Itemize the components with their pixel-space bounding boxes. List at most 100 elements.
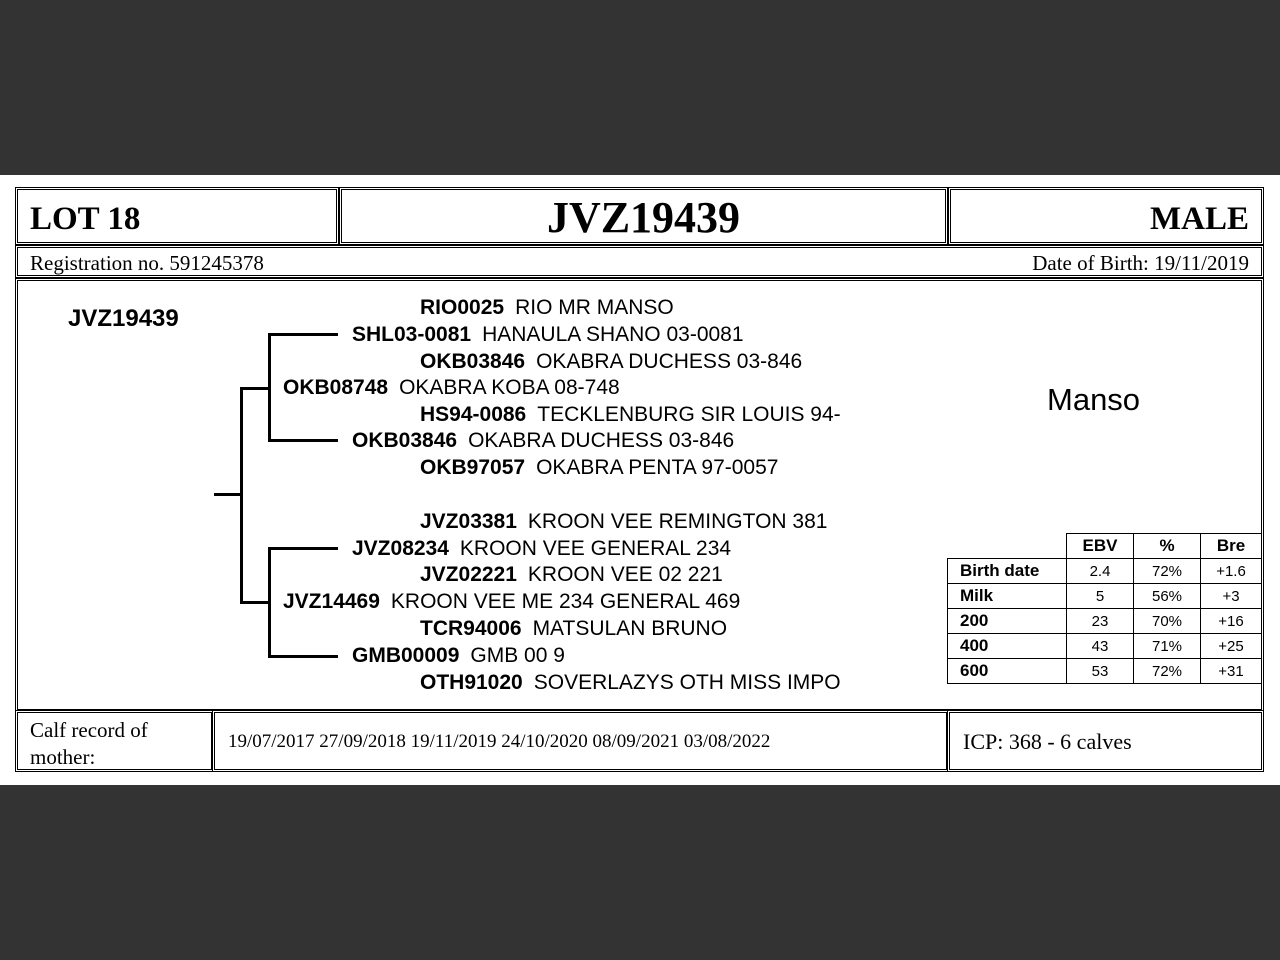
tree-line-subject	[214, 493, 242, 496]
table-row: 400 43 71% +25	[947, 633, 1262, 659]
ebv-value: 43	[1066, 633, 1134, 659]
table-row: 600 53 72% +31	[947, 658, 1262, 684]
ebv-breed: +3	[1200, 583, 1262, 609]
pedigree-sdd: OKB97057 OKABRA PENTA 97-0057	[420, 456, 778, 480]
ebv-breed: +25	[1200, 633, 1262, 659]
ebv-percent: 72%	[1133, 658, 1201, 684]
pedigree-name: HANAULA SHANO 03-0081	[482, 323, 744, 346]
date-of-birth: Date of Birth: 19/11/2019	[1032, 251, 1249, 275]
pedigree-sire: OKB08748 OKABRA KOBA 08-748	[283, 376, 620, 400]
pedigree-ds: JVZ08234 KROON VEE GENERAL 234	[352, 537, 731, 561]
pedigree-name: SOVERLAZYS OTH MISS IMPO	[533, 671, 841, 694]
pedigree-name: OKABRA DUCHESS 03-846	[536, 350, 803, 373]
pedigree-name: KROON VEE REMINGTON 381	[527, 510, 828, 533]
pedigree-code: RIO0025	[420, 296, 505, 319]
table-row: Birth date 2.4 72% +1.6	[947, 558, 1262, 584]
calf-dates: 19/07/2017 27/09/2018 19/11/2019 24/10/2…	[228, 731, 771, 752]
pedigree-name: KROON VEE 02 221	[527, 563, 723, 586]
pedigree-name: OKABRA DUCHESS 03-846	[468, 429, 735, 452]
ebv-breed: +1.6	[1200, 558, 1262, 584]
pedigree-code: JVZ14469	[283, 590, 380, 613]
table-row: 200 23 70% +16	[947, 608, 1262, 634]
pedigree-name: GMB 00 9	[470, 644, 565, 667]
tree-line-sire	[240, 387, 270, 390]
ebv-value: 53	[1066, 658, 1134, 684]
tree-line-dam	[240, 601, 270, 604]
pedigree-sss: RIO0025 RIO MR MANSO	[420, 296, 674, 320]
pedigree-name: OKABRA KOBA 08-748	[399, 376, 620, 399]
ebv-trait: Milk	[947, 583, 1067, 609]
ebv-breed: +16	[1200, 608, 1262, 634]
pedigree-subject: JVZ19439	[68, 305, 179, 332]
pedigree-code: HS94-0086	[420, 403, 527, 426]
animal-nickname: Manso	[1047, 382, 1141, 417]
pedigree-dam: JVZ14469 KROON VEE ME 234 GENERAL 469	[283, 590, 740, 614]
tree-line-dd	[268, 655, 338, 658]
pedigree-sds: HS94-0086 TECKLENBURG SIR LOUIS 94-	[420, 403, 841, 427]
pedigree-code: OKB03846	[352, 429, 458, 452]
tree-line-sd	[268, 439, 338, 442]
ebv-percent: 72%	[1133, 558, 1201, 584]
ebv-header-ebv: EBV	[1066, 533, 1134, 559]
pedigree-name: KROON VEE ME 234 GENERAL 469	[390, 590, 741, 613]
pedigree-name: MATSULAN BRUNO	[532, 617, 728, 640]
ebv-trait: 200	[947, 608, 1067, 634]
tree-line-ss	[268, 333, 338, 336]
pedigree-dd: GMB00009 GMB 00 9	[352, 644, 565, 668]
pedigree-code: JVZ03381	[420, 510, 517, 533]
pedigree-name: KROON VEE GENERAL 234	[459, 537, 732, 560]
ebv-trait: 600	[947, 658, 1067, 684]
ebv-trait: Birth date	[947, 558, 1067, 584]
pedigree-name: TECKLENBURG SIR LOUIS 94-	[537, 403, 841, 426]
ebv-trait: 400	[947, 633, 1067, 659]
registration-row: Registration no. 591245378 Date of Birth…	[15, 245, 1264, 278]
ebv-value: 5	[1066, 583, 1134, 609]
ebv-header-pct: %	[1133, 533, 1201, 559]
pedigree-name: OKABRA PENTA 97-0057	[536, 456, 779, 479]
lot-box: LOT 18	[15, 187, 339, 245]
lot-number: LOT 18	[30, 201, 141, 237]
icp-value: ICP: 368 - 6 calves	[963, 729, 1132, 754]
tree-line-ds	[268, 547, 338, 550]
ebv-table: EBV % Bre Birth date 2.4 72% +1.6 Milk 5…	[947, 533, 1262, 684]
pedigree-sd: OKB03846 OKABRA DUCHESS 03-846	[352, 429, 734, 453]
registration-number: Registration no. 591245378	[30, 251, 264, 275]
pedigree-dss: JVZ03381 KROON VEE REMINGTON 381	[420, 510, 827, 534]
pedigree-code: OTH91020	[420, 671, 523, 694]
pedigree-code: OKB08748	[283, 376, 389, 399]
ebv-value: 23	[1066, 608, 1134, 634]
pedigree-dds: TCR94006 MATSULAN BRUNO	[420, 617, 727, 641]
calf-record-label-box: Calf record of mother:	[15, 710, 214, 772]
pedigree-code: OKB97057	[420, 456, 526, 479]
ebv-breed: +31	[1200, 658, 1262, 684]
ebv-value: 2.4	[1066, 558, 1134, 584]
calf-record-label: Calf record of mother:	[30, 718, 148, 769]
sex-box: MALE	[948, 187, 1264, 245]
pedigree-code: GMB00009	[352, 644, 460, 667]
pedigree-name: RIO MR MANSO	[515, 296, 674, 319]
icp-box: ICP: 368 - 6 calves	[947, 710, 1264, 772]
tree-line-dam-branch	[268, 547, 271, 658]
calf-dates-box: 19/07/2017 27/09/2018 19/11/2019 24/10/2…	[212, 710, 949, 772]
ebv-header-bre: Bre	[1200, 533, 1262, 559]
table-row: Milk 5 56% +3	[947, 583, 1262, 609]
pedigree-code: SHL03-0081	[352, 323, 472, 346]
pedigree-ddd: OTH91020 SOVERLAZYS OTH MISS IMPO	[420, 671, 841, 695]
ebv-percent: 56%	[1133, 583, 1201, 609]
animal-sex: MALE	[1150, 201, 1249, 237]
pedigree-ss: SHL03-0081 HANAULA SHANO 03-0081	[352, 323, 744, 347]
animal-id-box: JVZ19439	[339, 187, 948, 245]
ebv-header-row: EBV % Bre	[948, 533, 1262, 559]
tree-line-sire-branch	[268, 333, 271, 442]
ebv-percent: 71%	[1133, 633, 1201, 659]
lot-sheet: LOT 18 JVZ19439 MALE Registration no. 59…	[0, 175, 1280, 785]
animal-id: JVZ19439	[546, 193, 741, 242]
pedigree-code: TCR94006	[420, 617, 522, 640]
pedigree-dsd: JVZ02221 KROON VEE 02 221	[420, 563, 723, 587]
pedigree-code: JVZ08234	[352, 537, 449, 560]
ebv-percent: 70%	[1133, 608, 1201, 634]
ebv-header-blank	[948, 534, 1067, 559]
pedigree-code: OKB03846	[420, 350, 526, 373]
pedigree-ssd: OKB03846 OKABRA DUCHESS 03-846	[420, 350, 802, 374]
pedigree-code: JVZ02221	[420, 563, 517, 586]
